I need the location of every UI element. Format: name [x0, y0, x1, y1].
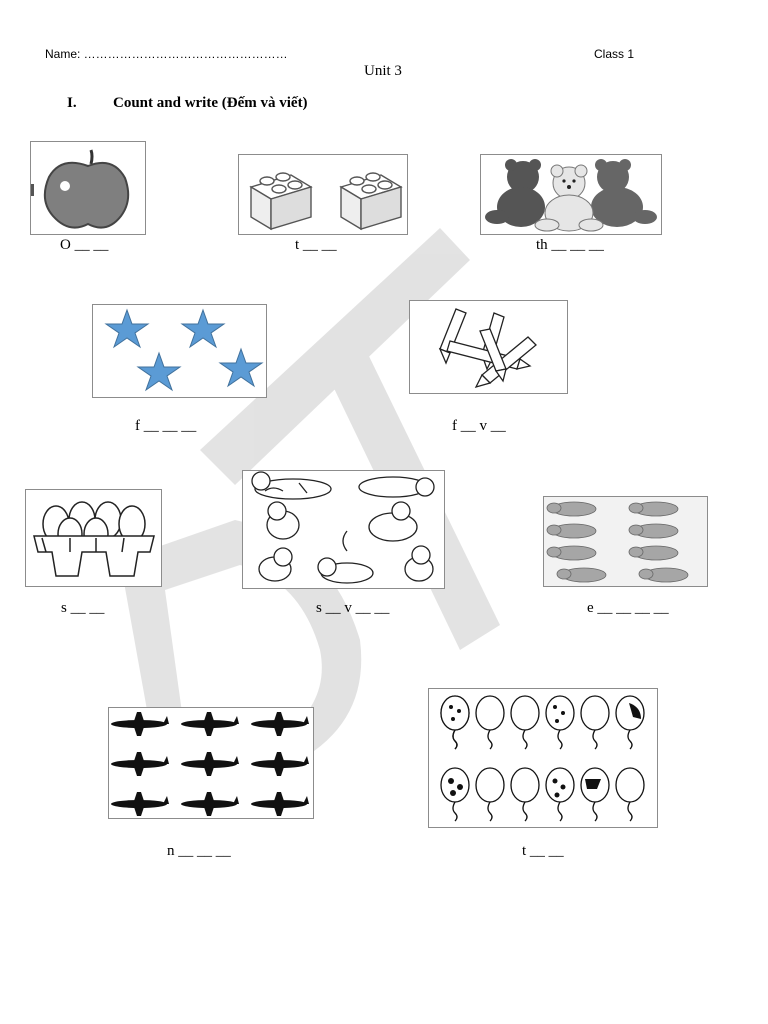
- section-heading: Count and write (Đếm và viết): [113, 95, 308, 111]
- teddy-bears-picture: [480, 154, 662, 235]
- prompt-apple: O __ __: [60, 237, 109, 253]
- apple-picture: [30, 141, 146, 235]
- cats-picture: [242, 470, 445, 589]
- page-title: Unit 3: [364, 63, 402, 79]
- balloons-picture: [428, 688, 658, 828]
- name-line: Name: ……………………………………………: [45, 47, 288, 61]
- prompt-cats: s __ v __ __: [316, 600, 390, 616]
- stars-picture: [92, 304, 267, 398]
- planes-picture: [108, 707, 314, 819]
- prompt-blocks: t __ __: [295, 237, 337, 253]
- prompt-stars: f __ __ __: [135, 418, 197, 434]
- prompt-pencils: f __ v __: [452, 418, 506, 434]
- eggs-picture: [25, 489, 162, 587]
- hippos-picture: [543, 496, 708, 587]
- class-label: Class 1: [594, 47, 635, 61]
- prompt-hippos: e __ __ __ __: [587, 600, 669, 616]
- blocks-picture: [238, 154, 408, 235]
- pencils-picture: [409, 300, 568, 394]
- section-number: I.: [67, 95, 77, 111]
- prompt-planes: n __ __ __: [167, 843, 231, 859]
- prompt-teddy-bears: th __ __ __: [536, 237, 604, 253]
- prompt-balloons: t __ __: [522, 843, 564, 859]
- prompt-eggs: s __ __: [61, 600, 105, 616]
